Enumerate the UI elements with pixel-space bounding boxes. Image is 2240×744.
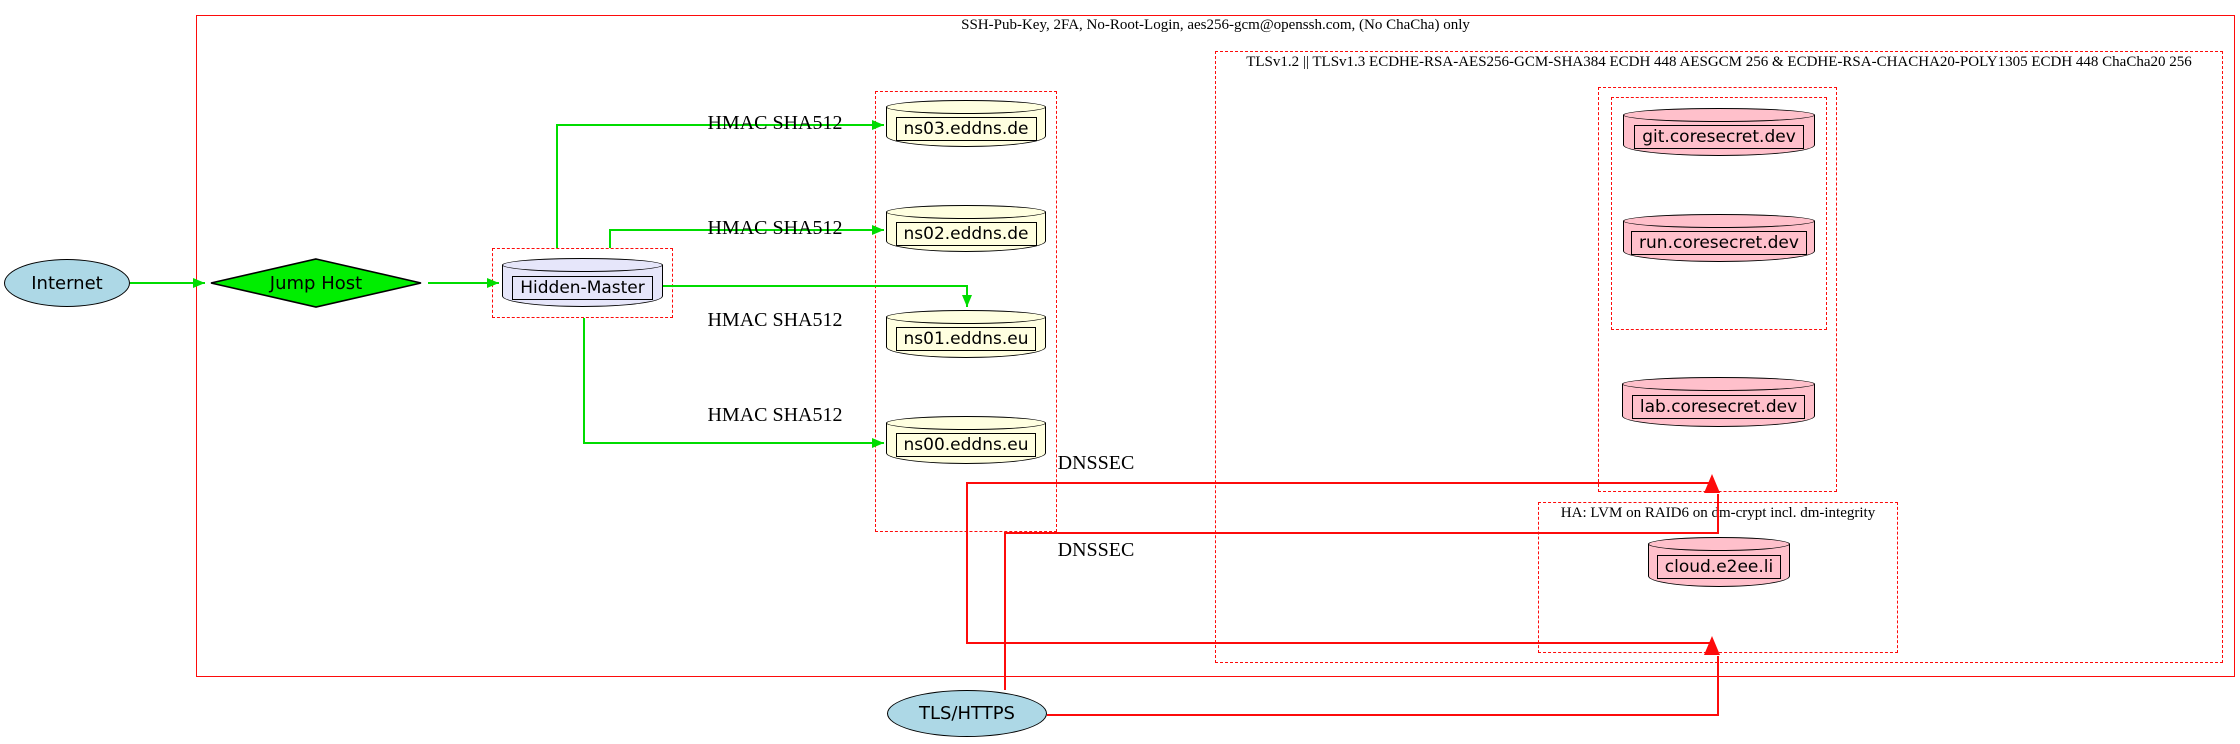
edge-label-dnssec-2: DNSSEC [1057,539,1135,561]
node-ns00-label: ns00.eddns.eu [895,433,1037,457]
node-internet-label: Internet [31,272,103,294]
ssh-perimeter-label: SSH-Pub-Key, 2FA, No-Root-Login, aes256-… [961,17,1470,33]
cylinder-lid [1623,214,1815,228]
node-jump-host: Jump Host [209,258,423,308]
node-tls-https: TLS/HTTPS [887,690,1047,737]
cylinder-lid [502,258,663,272]
tls-cluster-box [1215,51,2223,663]
node-internet: Internet [4,259,130,307]
edge-label-hmac-ns03: HMAC SHA512 [707,112,843,134]
cylinder-lid [886,100,1046,114]
node-git: git.coresecret.dev [1623,108,1815,156]
node-run-label: run.coresecret.dev [1631,231,1807,255]
node-ns02-label: ns02.eddns.de [895,221,1037,246]
node-ns03-label: ns03.eddns.de [895,116,1037,141]
tls-cluster-label: TLSv1.2 || TLSv1.3 ECDHE-RSA-AES256-GCM-… [1246,54,2192,70]
node-ns03: ns03.eddns.de [886,100,1046,147]
node-hidden-master-label: Hidden-Master [512,275,653,300]
node-cloud: cloud.e2ee.li [1648,537,1790,587]
cylinder-lid [886,416,1046,430]
node-git-label: git.coresecret.dev [1634,125,1804,149]
node-ns01: ns01.eddns.eu [886,310,1046,358]
node-ns00: ns00.eddns.eu [886,416,1046,464]
node-lab-label: lab.coresecret.dev [1631,395,1806,419]
node-hidden-master: Hidden-Master [502,258,663,307]
cylinder-lid [886,205,1046,219]
node-ns01-label: ns01.eddns.eu [895,327,1037,351]
edge-label-hmac-ns01: HMAC SHA512 [707,309,843,331]
cylinder-lid [886,310,1046,324]
diamond-shape [210,258,422,308]
node-run: run.coresecret.dev [1623,214,1815,262]
edge-label-hmac-ns02: HMAC SHA512 [707,217,843,239]
edge-label-hmac-ns00: HMAC SHA512 [707,404,843,426]
cylinder-lid [1623,108,1815,122]
ha-cluster-label: HA: LVM on RAID6 on dm-crypt incl. dm-in… [1560,505,1876,521]
cylinder-lid [1622,377,1815,391]
gitrun-cluster-box [1611,97,1827,330]
node-ns02: ns02.eddns.de [886,205,1046,252]
edge-label-dnssec-1: DNSSEC [1057,452,1135,474]
node-lab: lab.coresecret.dev [1622,377,1815,427]
node-tls-https-label: TLS/HTTPS [918,703,1015,724]
node-cloud-label: cloud.e2ee.li [1656,555,1782,579]
node-jump-host-label: Jump Host [269,272,363,294]
